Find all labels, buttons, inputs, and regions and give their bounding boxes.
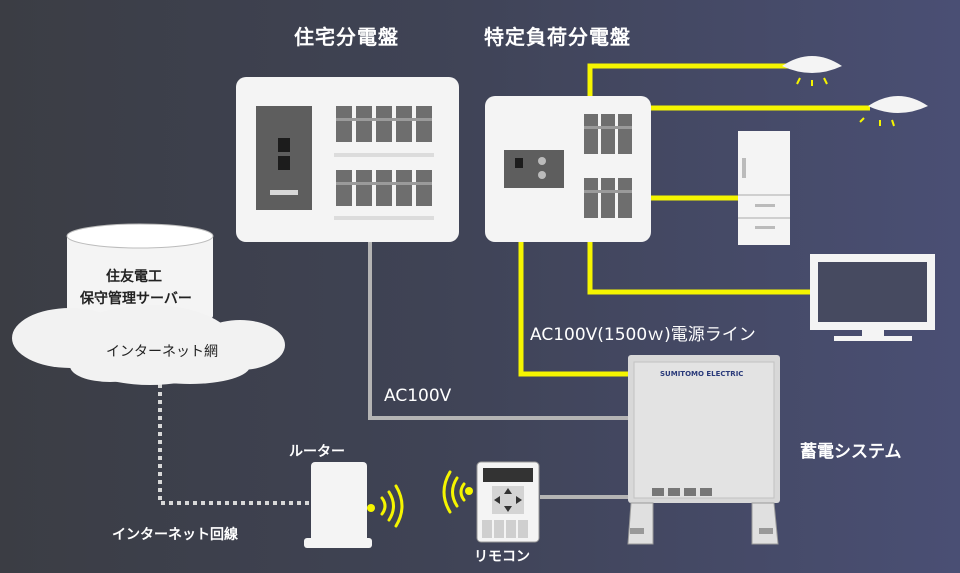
server-database-icon — [66, 223, 214, 328]
specific-panel-label: 特定負荷分電盤 — [484, 25, 631, 49]
server-label-line2: 保守管理サーバー — [80, 291, 192, 307]
cloud-icon — [12, 305, 285, 385]
specific-load-panel — [485, 96, 651, 242]
internet-label: インターネット網 — [106, 344, 218, 360]
internet-line-label: インターネット回線 — [112, 527, 238, 543]
server-label-line1: 住友電工 — [106, 269, 162, 285]
television-icon — [810, 254, 935, 341]
storage-system-label: 蓄電システム — [800, 442, 902, 462]
remote-controller-icon — [476, 461, 540, 543]
main-panel-label: 住宅分電盤 — [294, 25, 399, 49]
ceiling-light-icon — [782, 56, 842, 86]
ac100v-line — [368, 240, 634, 420]
remote-label: リモコン — [474, 549, 530, 565]
brand-logo-text: SUMITOMO ELECTRIC — [660, 370, 744, 378]
router-label: ルーター — [289, 444, 345, 460]
battery-cabinet-icon — [627, 355, 780, 545]
refrigerator-icon — [738, 131, 790, 245]
internet-line-dotted — [158, 360, 310, 505]
ac100v-label: AC100V — [384, 386, 452, 406]
wifi-signal-icon — [442, 470, 466, 514]
wifi-signal-icon — [380, 484, 404, 528]
main-distribution-panel — [236, 77, 459, 242]
router-icon — [304, 462, 375, 548]
remote-signal-dot — [465, 487, 473, 495]
ceiling-light-icon — [859, 96, 928, 127]
power-lines — [518, 63, 870, 377]
power-line-label: AC100V(1500ｗ)電源ライン — [530, 325, 756, 345]
